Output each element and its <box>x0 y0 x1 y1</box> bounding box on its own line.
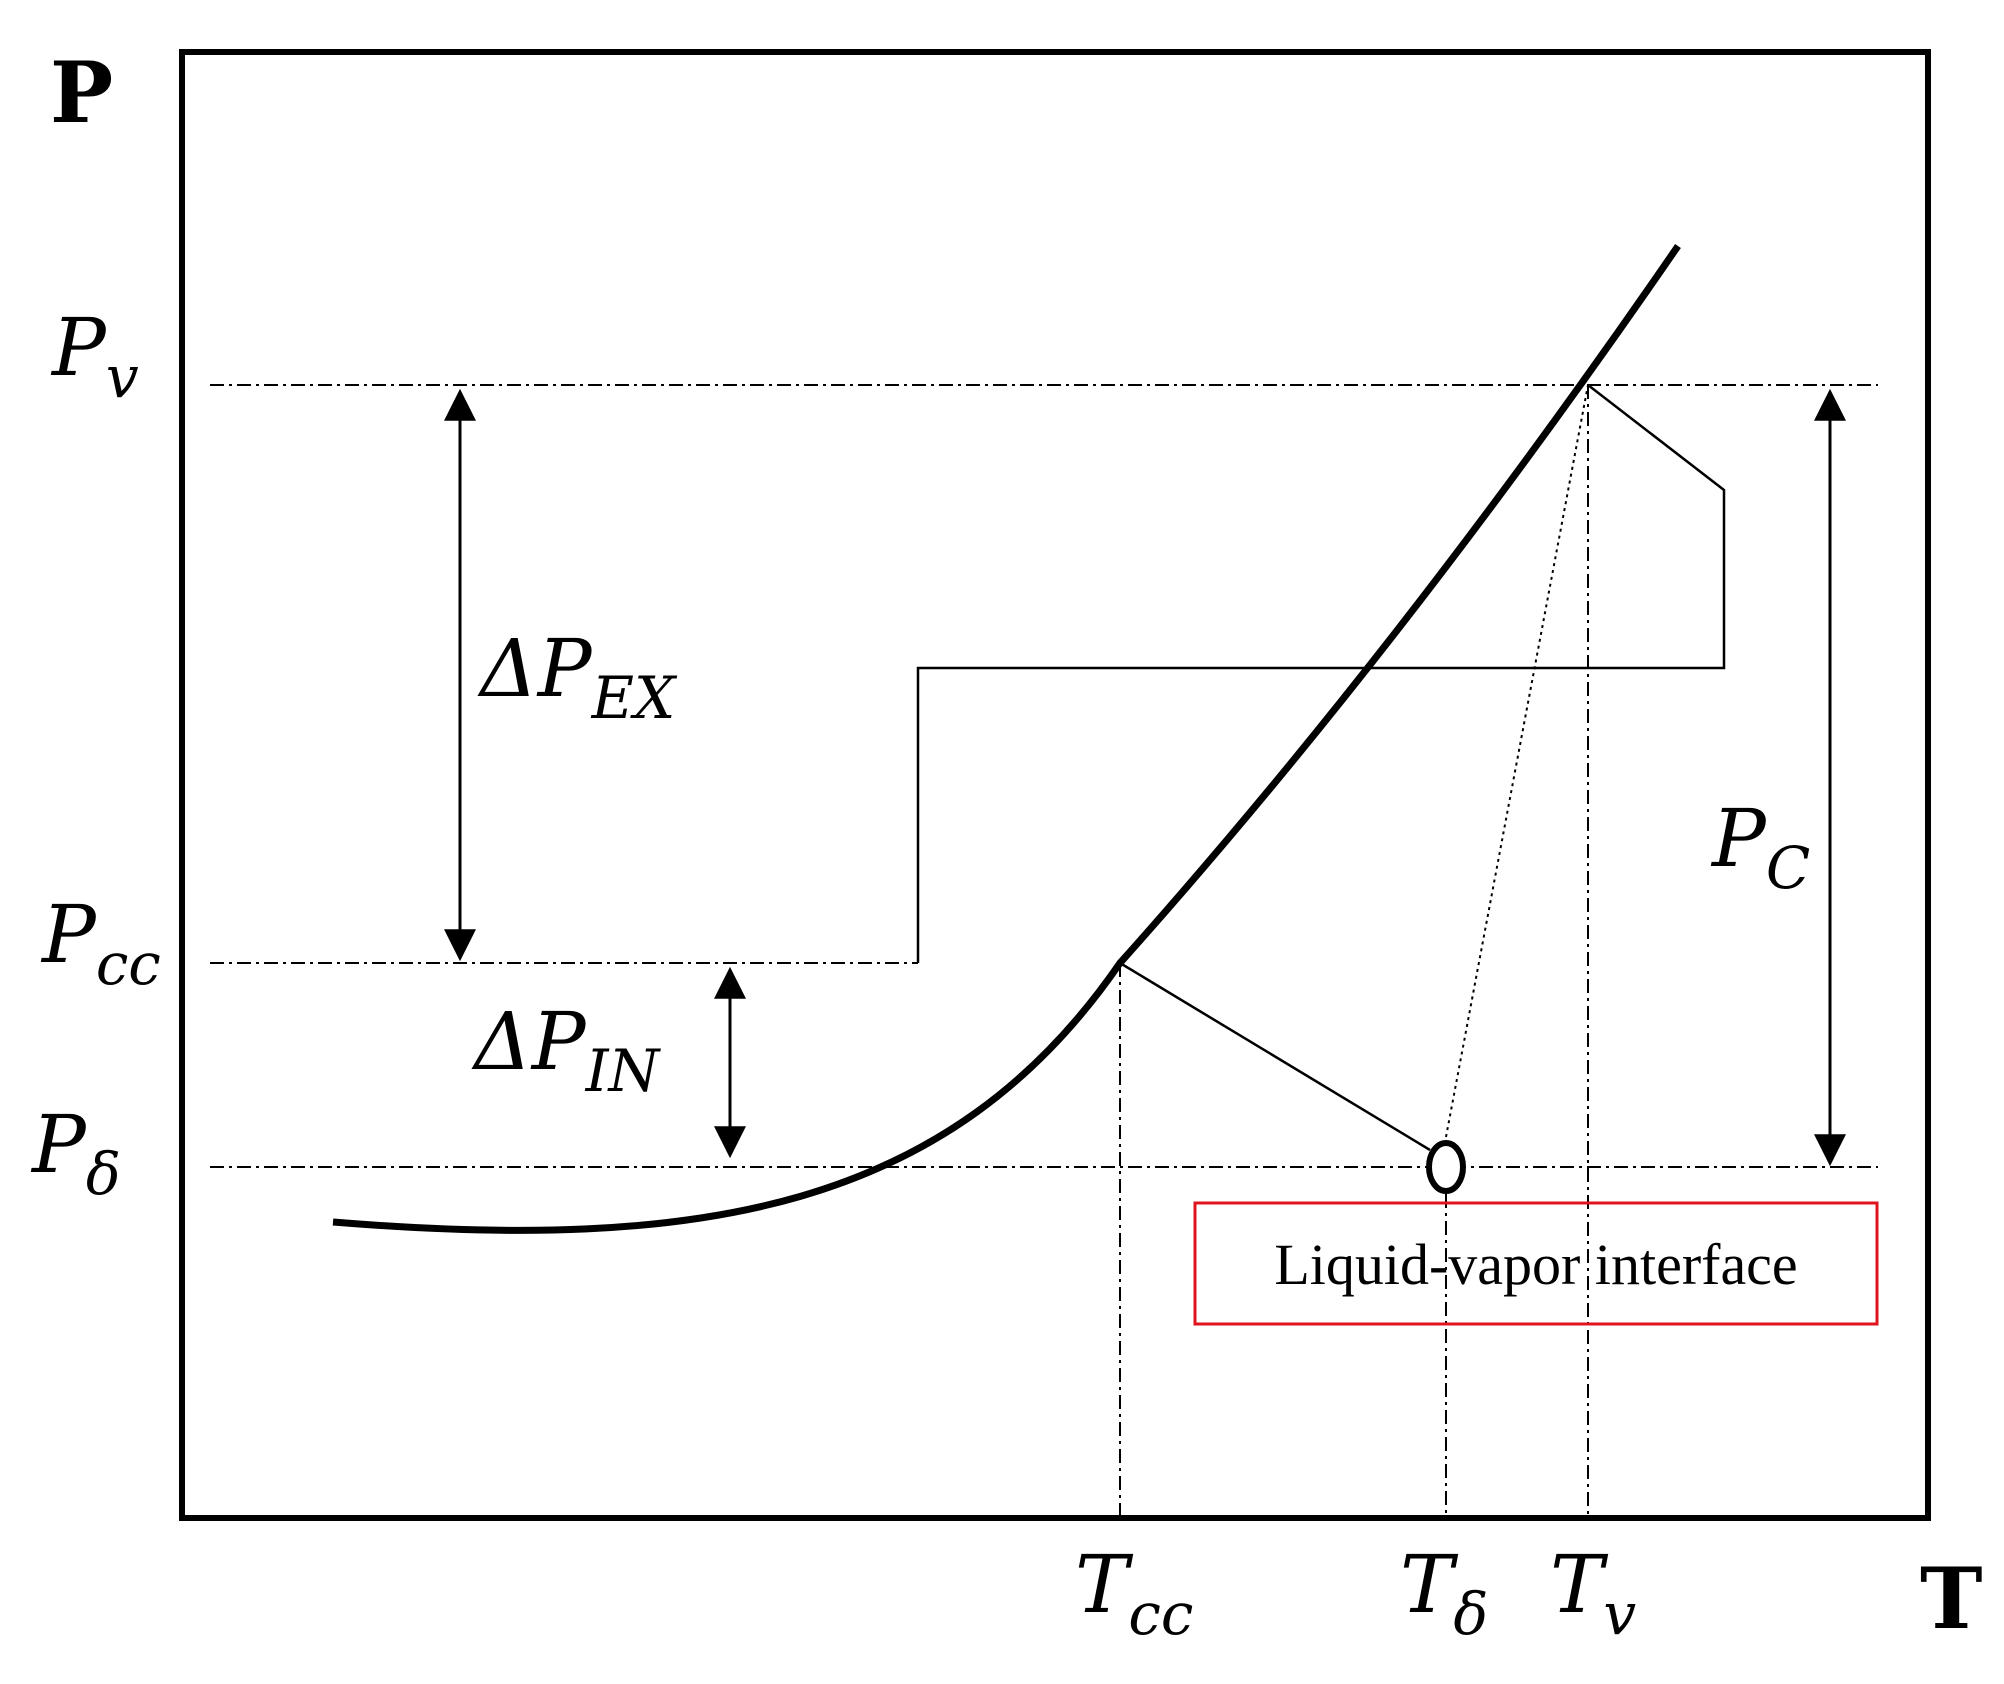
tcc-label: Tcc <box>1075 1538 1193 1648</box>
interface-callout-box <box>1193 1201 1879 1326</box>
interface-to-pv-dotted-line <box>1445 384 1589 1138</box>
tdelta-label: Tδ <box>1400 1538 1488 1648</box>
tv-label: Tv <box>1550 1538 1636 1648</box>
pv-label: Pv <box>50 301 139 411</box>
pdelta-label: Pδ <box>30 1098 121 1208</box>
interface-point-marker <box>1426 1140 1466 1194</box>
pcc-label: Pcc <box>40 888 161 998</box>
p-c-label: PC <box>1710 792 1810 902</box>
saturation-curve <box>332 244 1681 1234</box>
delta-p-ex-label: ΔPEX <box>477 622 678 732</box>
pcc-bracket-line <box>916 384 1726 963</box>
x-axis-title: T <box>1920 1549 1983 1648</box>
y-axis-title: P <box>50 43 113 142</box>
delta-p-in-label: ΔPIN <box>471 995 662 1105</box>
interface-callout-label: Liquid-vapor interface <box>1274 1232 1797 1297</box>
tcc-to-interface-line <box>1119 961 1431 1152</box>
plot-frame <box>179 49 1931 1521</box>
